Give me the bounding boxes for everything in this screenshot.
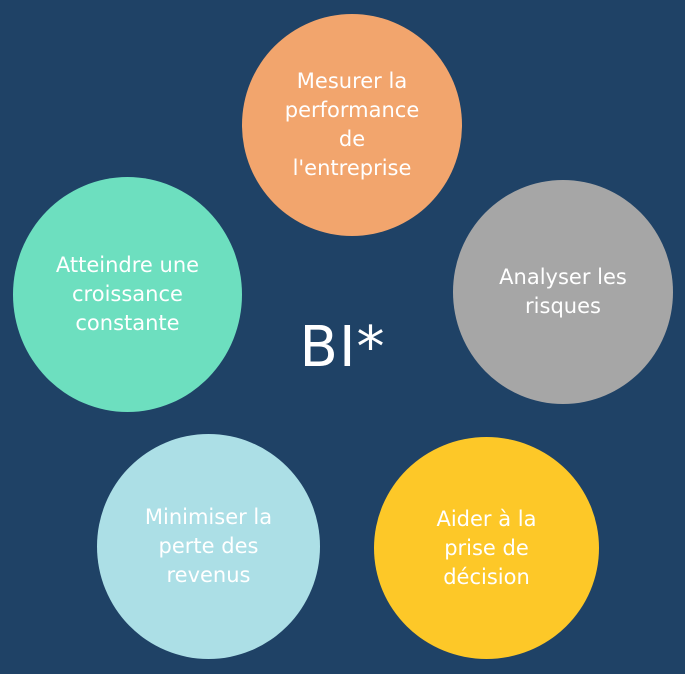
node-label: Aider à la prise de décision xyxy=(436,506,537,589)
node-atteindre-croissance: Atteindre une croissance constante xyxy=(13,177,242,412)
center-title: BI* xyxy=(299,315,386,380)
node-analyser-risques: Analyser les risques xyxy=(453,180,673,404)
node-aider-decision: Aider à la prise de décision xyxy=(374,437,599,659)
node-label: Mesurer la performance de l'entreprise xyxy=(284,69,420,180)
node-label: Analyser les risques xyxy=(499,265,627,318)
node-label: Minimiser la perte des revenus xyxy=(144,505,273,587)
node-mesurer-performance: Mesurer la performance de l'entreprise xyxy=(242,14,462,236)
node-label: Atteindre une croissance constante xyxy=(55,253,200,335)
node-minimiser-perte: Minimiser la perte des revenus xyxy=(97,434,320,659)
